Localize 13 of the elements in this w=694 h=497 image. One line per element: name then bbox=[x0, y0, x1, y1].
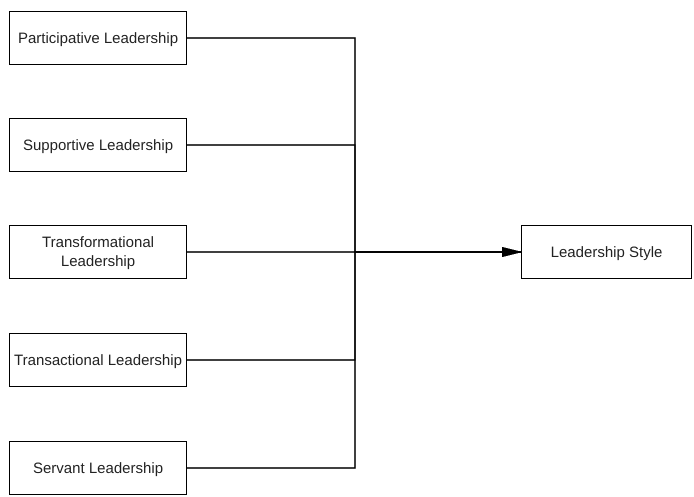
process-box bbox=[9, 11, 187, 65]
process-box bbox=[521, 225, 692, 279]
box-label: Supportive Leadership bbox=[22, 136, 174, 154]
box-label: Transactional Leadership bbox=[13, 350, 183, 370]
box-label: Leadership Style bbox=[550, 242, 664, 262]
process-box bbox=[9, 441, 187, 495]
process-box bbox=[9, 225, 187, 279]
box-label: Servant Leadership bbox=[32, 458, 164, 478]
connector-arrow bbox=[187, 247, 522, 469]
box-label: Transformational Leadership bbox=[41, 233, 155, 271]
box-label: Participative Leadership bbox=[16, 28, 180, 48]
process-box bbox=[9, 118, 187, 172]
process-box bbox=[9, 333, 187, 387]
